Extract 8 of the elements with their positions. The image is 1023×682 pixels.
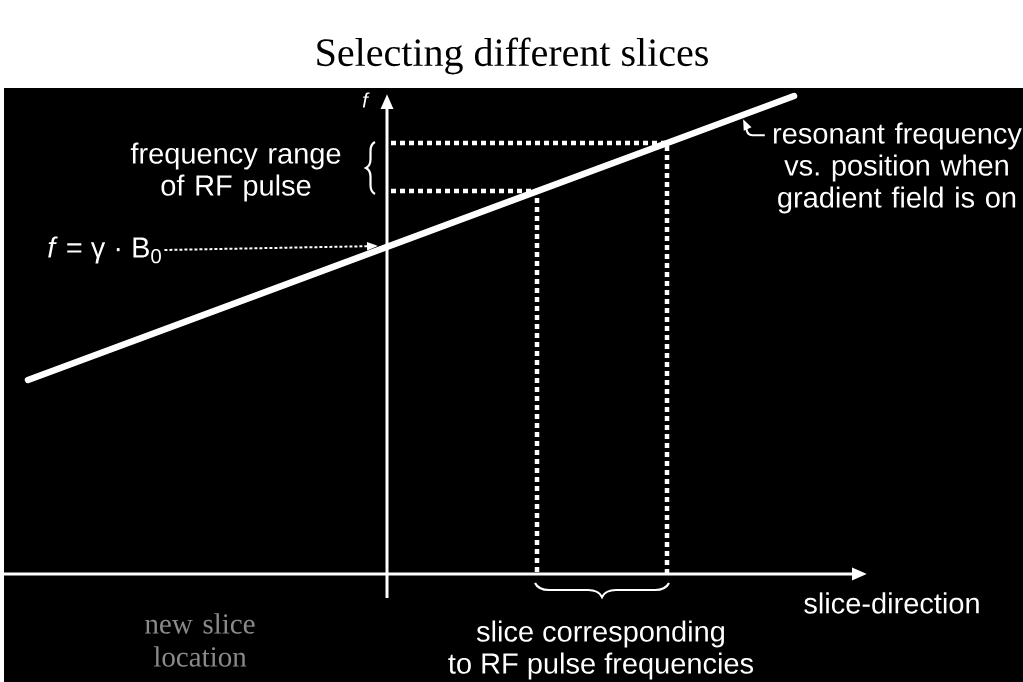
- callout-text: resonant frequency vs. position when gradient field is on: [774, 122, 1022, 214]
- axis-label: slice-direction: [804, 592, 979, 614]
- brace-label: slice corresponding to RF pulse frequencies: [448, 620, 754, 680]
- caption-text: new slice location: [145, 613, 255, 667]
- axis-label: f: [362, 92, 370, 108]
- title: Selecting different slices: [317, 37, 708, 75]
- brace-label: frequency range of RF pulse: [130, 142, 341, 202]
- equation-label: f = γ · B$_{0}$: [48, 236, 161, 264]
